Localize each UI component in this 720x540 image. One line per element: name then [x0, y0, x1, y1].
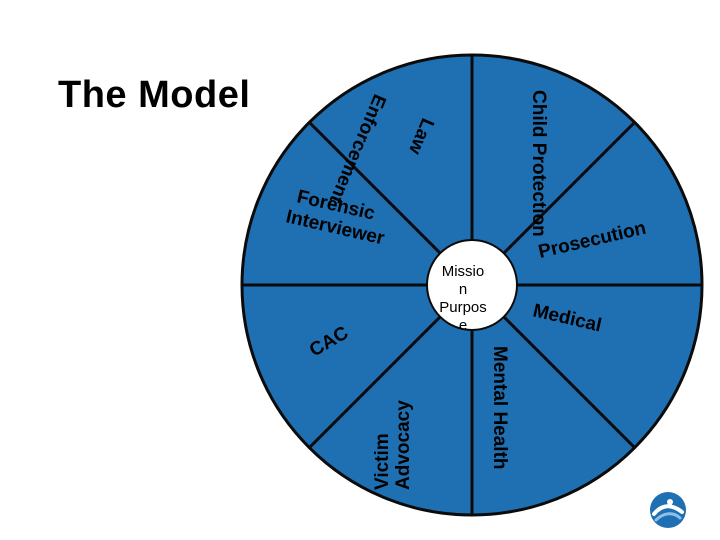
segment-victim-advocacy-line-2: Advocacy — [393, 400, 414, 490]
hub-line-4: e — [459, 317, 467, 334]
organization-logo-icon — [650, 492, 686, 528]
hub-line-3: Purpos — [439, 299, 487, 316]
segment-mental-health: Mental Health — [489, 346, 510, 470]
page-title: The Model — [58, 74, 251, 116]
segment-child-protection: Child Protection — [528, 90, 549, 237]
hub-line-2: n — [459, 281, 467, 298]
segment-victim-advocacy-line-1: Victim — [372, 433, 393, 490]
mission-purpose-hub — [426, 239, 518, 331]
hub-line-1: Missio — [442, 263, 485, 280]
